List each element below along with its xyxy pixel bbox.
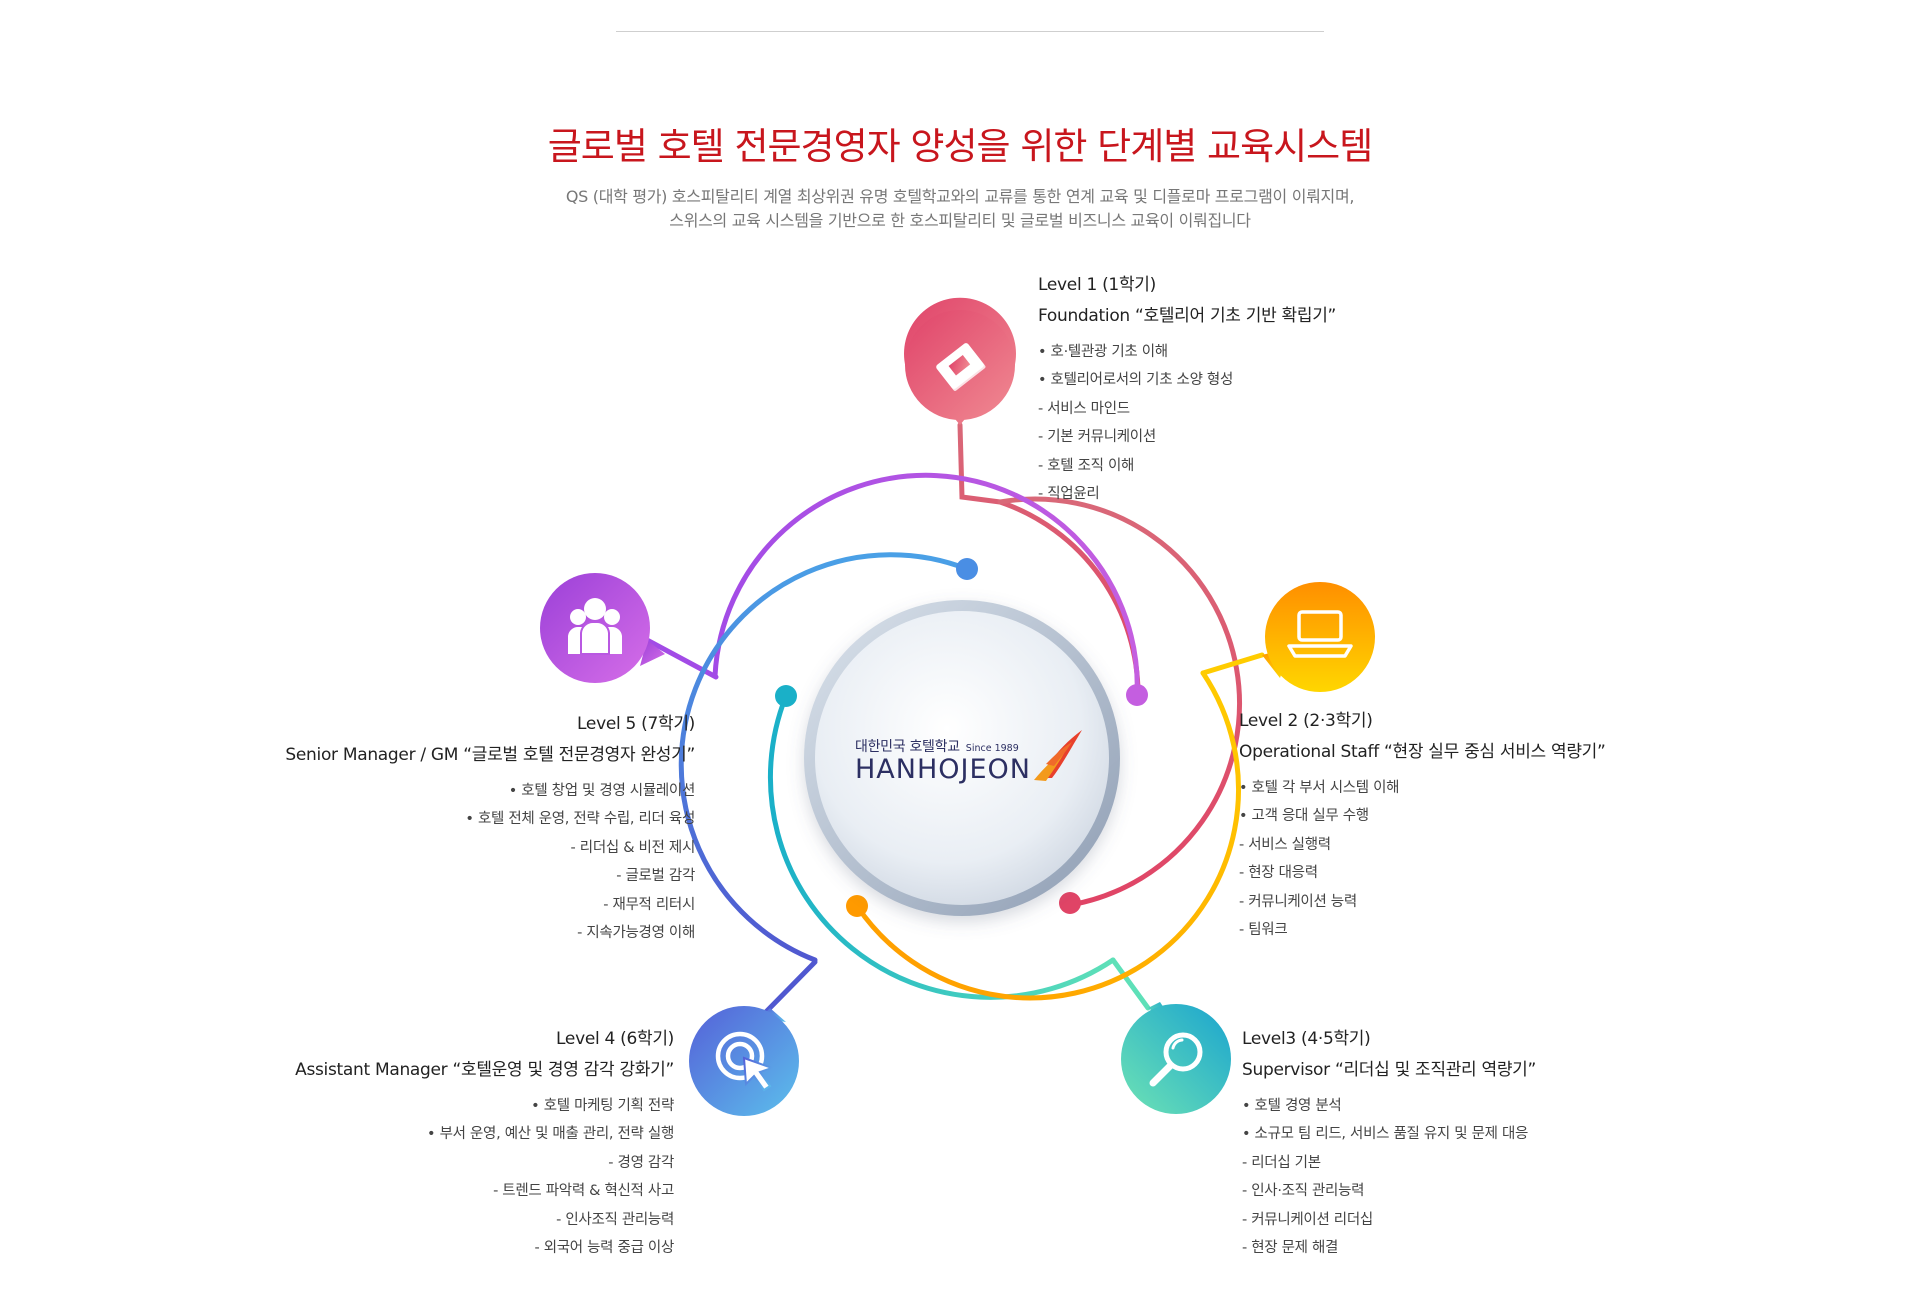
list-item: • 호텔 창업 및 경영 시뮬레이션 bbox=[508, 783, 696, 799]
level1-heading: Level 1 (1학기) bbox=[1038, 275, 1156, 295]
list-item: • 소규모 팀 리드, 서비스 품질 유지 및 문제 대응 bbox=[1242, 1126, 1529, 1143]
list-item: - 글로벌 감각 bbox=[616, 868, 695, 885]
level2-ring bbox=[854, 670, 1242, 1001]
level3-text-block: Level3 (4·5학기) Supervisor “리더십 및 조직관리 역량… bbox=[1242, 1024, 1536, 1262]
level3-ring-dot bbox=[775, 685, 797, 707]
list-item: - 서비스 실행력 bbox=[1239, 836, 1331, 853]
flame-logo-icon bbox=[1034, 730, 1082, 781]
list-item: - 기본 커뮤니케이션 bbox=[1038, 429, 1156, 446]
list-item: - 리더십 & 비전 제시 bbox=[570, 839, 696, 856]
page-title: 글로벌 호텔 전문경영자 양성을 위한 단계별 교육시스템 bbox=[547, 125, 1374, 168]
level3-heading: Level3 (4·5학기) bbox=[1242, 1029, 1371, 1049]
level5-text-block: Level 5 (7학기) Senior Manager / GM “글로벌 호… bbox=[285, 709, 695, 947]
list-item: - 인사조직 관리능력 bbox=[556, 1211, 674, 1228]
level5-node bbox=[540, 573, 665, 683]
center-disc bbox=[815, 611, 1109, 905]
list-item: - 외국어 능력 중급 이상 bbox=[534, 1240, 674, 1257]
list-item: - 팀워크 bbox=[1239, 922, 1288, 939]
level4-ring bbox=[678, 552, 970, 963]
level3-node bbox=[1121, 1002, 1231, 1114]
list-item: - 트렌드 파악력 & 혁신적 사고 bbox=[493, 1183, 674, 1200]
list-item: • 호텔 마케팅 기획 전략 bbox=[531, 1098, 674, 1114]
level1-title: Foundation “호텔리어 기초 기반 확립기” bbox=[1038, 306, 1337, 326]
logo-korean-name: 대한민국 호텔학교 bbox=[855, 739, 960, 755]
level4-connector bbox=[757, 959, 818, 1021]
level2-heading: Level 2 (2·3학기) bbox=[1239, 711, 1373, 731]
list-item: • 부서 운영, 예산 및 매출 관리, 전략 실행 bbox=[427, 1126, 674, 1143]
list-item: • 호텔리어로서의 기초 소양 형성 bbox=[1038, 372, 1234, 389]
laptop-icon bbox=[1287, 610, 1353, 658]
level5-heading: Level 5 (7학기) bbox=[577, 714, 695, 734]
level2-text-block: Level 2 (2·3학기) Operational Staff “현장 실무… bbox=[1239, 706, 1606, 944]
level4-title: Assistant Manager “호텔운영 및 경영 감각 강화기” bbox=[295, 1060, 674, 1080]
list-item: • 호텔 전체 운영, 전략 수립, 리더 육성 bbox=[465, 811, 695, 828]
level4-node bbox=[689, 1006, 799, 1116]
list-item: - 직업윤리 bbox=[1038, 486, 1100, 503]
list-item: - 재무적 리터시 bbox=[603, 896, 695, 913]
list-item: - 서비스 마인드 bbox=[1038, 400, 1130, 417]
level4-text-block: Level 4 (6학기) Assistant Manager “호텔운영 및 … bbox=[295, 1024, 674, 1262]
level5-ring-dot bbox=[1126, 684, 1148, 706]
list-item: - 경영 감각 bbox=[608, 1154, 674, 1171]
list-item: - 지속가능경영 이해 bbox=[577, 925, 695, 942]
magnifier-icon bbox=[1149, 1032, 1203, 1087]
level3-connector bbox=[1110, 957, 1151, 1011]
logo-brand: HANHOJEON bbox=[855, 754, 1031, 785]
book-icon bbox=[936, 343, 986, 391]
subtitle-line-2: 스위스의 교육 시스템을 기반으로 한 호스피탈리티 및 글로벌 비즈니스 교육… bbox=[669, 211, 1251, 230]
list-item: - 현장 대응력 bbox=[1239, 865, 1318, 882]
level2-connector bbox=[1200, 652, 1265, 676]
list-item: - 현장 문제 해결 bbox=[1242, 1240, 1339, 1257]
list-item: - 커뮤니케이션 능력 bbox=[1239, 893, 1357, 910]
people-icon bbox=[568, 598, 622, 655]
target-cursor-icon bbox=[715, 1031, 776, 1092]
list-item: • 호·텔관광 기초 이해 bbox=[1038, 344, 1168, 360]
level3-ring bbox=[767, 693, 1116, 1000]
level2-title: Operational Staff “현장 실무 중심 서비스 역량기” bbox=[1239, 742, 1606, 762]
list-item: - 호텔 조직 이해 bbox=[1038, 457, 1135, 474]
level4-ring-dot bbox=[956, 558, 978, 580]
level1-ring bbox=[997, 496, 1243, 908]
top-divider bbox=[616, 31, 1324, 32]
level1-ring-dot bbox=[1059, 892, 1081, 914]
level2-node bbox=[1262, 582, 1375, 692]
level5-title: Senior Manager / GM “글로벌 호텔 전문경영자 완성기” bbox=[285, 745, 695, 765]
list-item: - 인사·조직 관리능력 bbox=[1242, 1183, 1365, 1200]
hanhojeon-logo: 대한민국 호텔학교 Since 1989 HANHOJEON bbox=[855, 736, 1031, 785]
level5-ring bbox=[712, 472, 1140, 700]
logo-since: Since 1989 bbox=[965, 743, 1019, 754]
level1-node bbox=[904, 297, 1017, 425]
level3-title: Supervisor “리더십 및 조직관리 역량기” bbox=[1242, 1060, 1537, 1080]
level2-ring-dot bbox=[846, 895, 868, 917]
list-item: - 커뮤니케이션 리더십 bbox=[1242, 1211, 1373, 1228]
subtitle-line-1: QS (대학 평가) 호스피탈리티 계열 최상위권 유명 호텔학교와의 교류를 … bbox=[565, 187, 1355, 206]
list-item: • 고객 응대 실무 수행 bbox=[1239, 808, 1369, 825]
level4-heading: Level 4 (6학기) bbox=[556, 1029, 674, 1049]
list-item: • 호텔 각 부서 시스템 이해 bbox=[1239, 780, 1400, 796]
list-item: • 호텔 경영 분석 bbox=[1242, 1098, 1342, 1114]
level1-text-block: Level 1 (1학기) Foundation “호텔리어 기초 기반 확립기… bbox=[1038, 270, 1336, 508]
list-item: - 리더십 기본 bbox=[1242, 1154, 1321, 1171]
